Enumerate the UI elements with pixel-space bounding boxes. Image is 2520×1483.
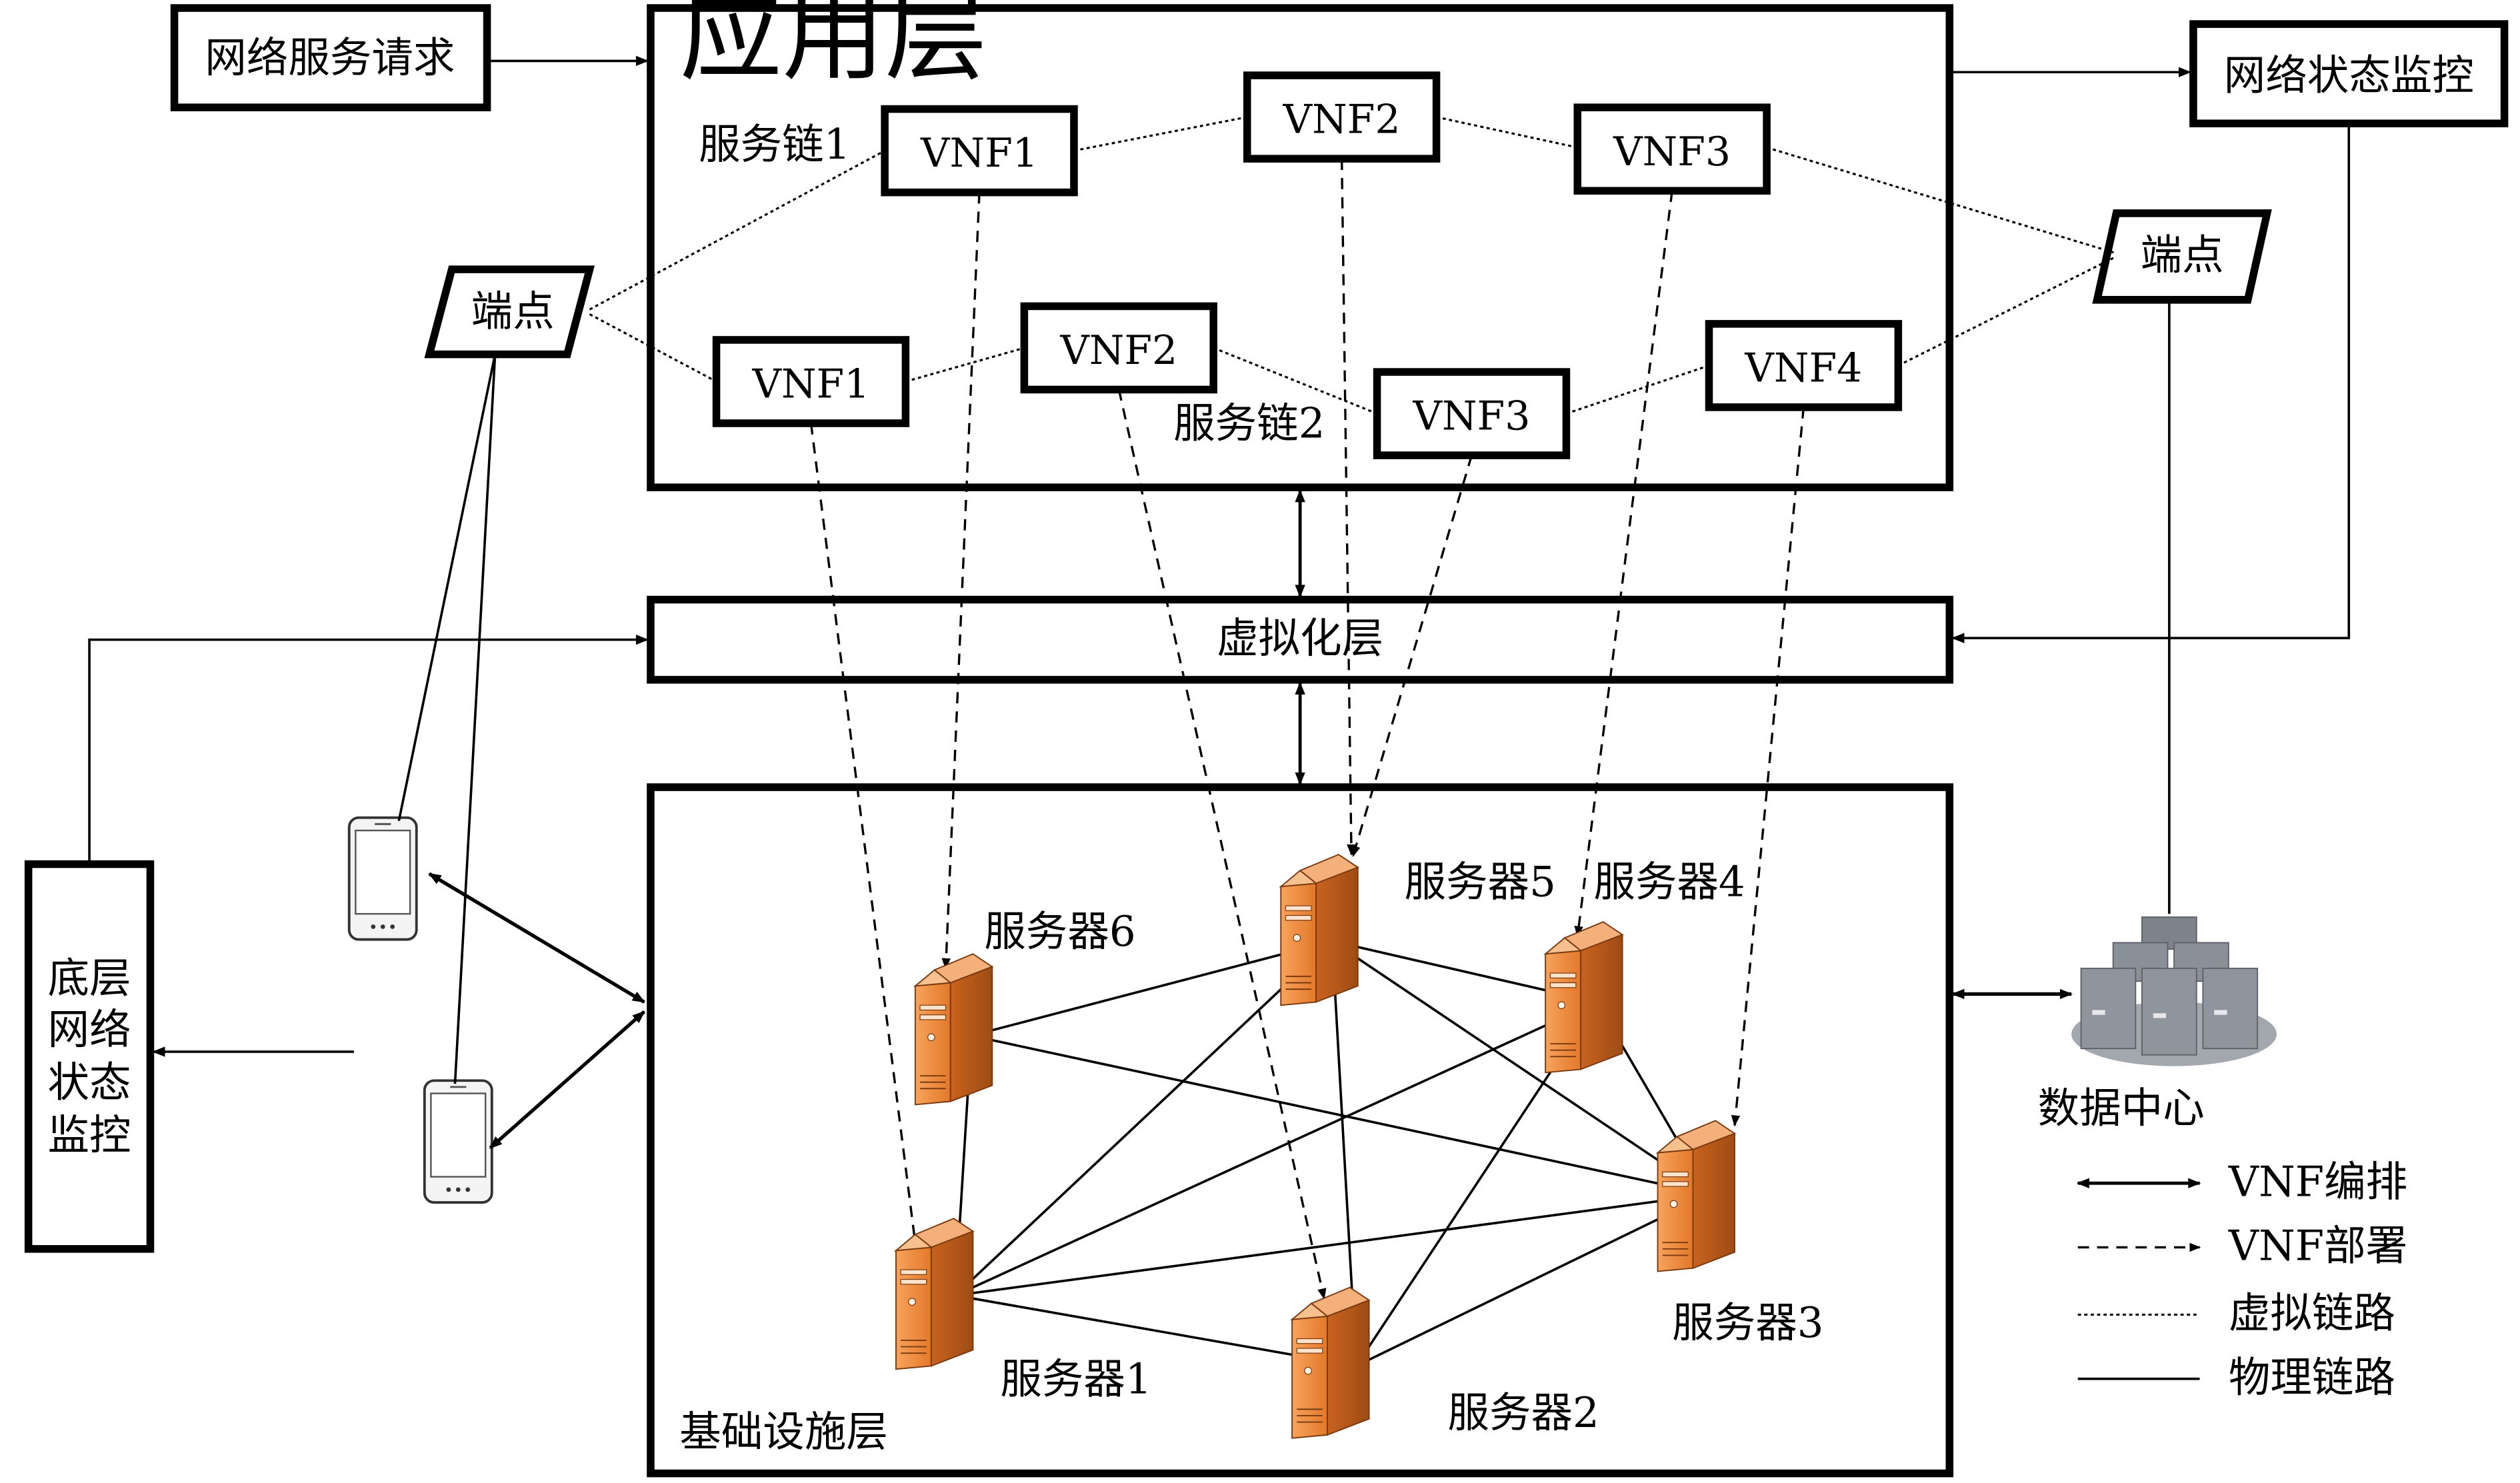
chain2-vnf4-box xyxy=(1705,320,1903,411)
legend-virtual-link-label: 虚拟链路 xyxy=(2229,1289,2395,1338)
chain2-vnf4-label: VNF4 xyxy=(1744,345,1862,391)
phone-bottom-icon xyxy=(423,1079,493,1204)
server-2-label: 服务器2 xyxy=(1447,1388,1599,1437)
chain2-vnf3-label: VNF3 xyxy=(1413,393,1531,440)
server-4-label: 服务器4 xyxy=(1593,858,1745,906)
phone-top-orchestration-arrow xyxy=(428,872,645,1004)
network-status-monitor-box xyxy=(2189,20,2509,127)
virtualization-layer-title: 虚拟化层 xyxy=(1217,614,1383,663)
left-panel-line-3: 状态 xyxy=(48,1058,131,1106)
chain1-label: 服务链1 xyxy=(699,120,850,169)
legend-deployment-label: VNF部署 xyxy=(2228,1222,2407,1270)
server-2-icon xyxy=(1291,1286,1370,1439)
server-4-icon xyxy=(1545,921,1623,1074)
chain1-vnf3-box xyxy=(1573,103,1771,195)
phone-bottom-orchestration-arrow xyxy=(489,1010,646,1150)
chain2-vnf2-box xyxy=(1020,302,1218,394)
server-3-icon xyxy=(1657,1120,1735,1272)
left-endpoint-shape xyxy=(424,265,595,359)
endpoint-to-phone-links xyxy=(397,354,497,1084)
legend: VNF编排 VNF部署 虚拟链路 物理链路 xyxy=(2076,1157,2407,1402)
chain2-label: 服务链2 xyxy=(1173,399,1325,448)
network-service-request-box xyxy=(170,4,491,111)
server-6-label: 服务器6 xyxy=(984,907,1135,956)
chain1-vnf1-label: VNF1 xyxy=(920,130,1038,177)
chain2-vnf1-label: VNF1 xyxy=(751,361,869,408)
left-panel-line-1: 底层 xyxy=(48,954,131,1002)
data-center-label: 数据中心 xyxy=(2038,1084,2205,1132)
chain1-vnf2-label: VNF2 xyxy=(1283,97,1401,143)
left-panel-line-4: 监控 xyxy=(48,1111,131,1160)
phone-top-icon xyxy=(347,816,418,941)
legend-orchestration-label: VNF编排 xyxy=(2228,1157,2407,1206)
underlying-network-monitor-box xyxy=(24,860,155,1253)
left-endpoint-label: 端点 xyxy=(471,287,555,335)
application-layer-title: 应用层 xyxy=(679,0,987,95)
virtualization-layer-box xyxy=(647,595,1954,684)
server-5-label: 服务器5 xyxy=(1404,858,1555,906)
server-6-icon xyxy=(914,953,993,1106)
network-status-monitor-label: 网络状态监控 xyxy=(2224,51,2474,100)
chain1-vnf1-box xyxy=(881,105,1078,197)
data-center-icon xyxy=(2071,916,2277,1066)
server-1-icon xyxy=(895,1218,974,1370)
server-3-label: 服务器3 xyxy=(1672,1298,1823,1347)
network-service-request-label: 网络服务请求 xyxy=(205,33,455,82)
right-endpoint-label: 端点 xyxy=(2141,231,2224,279)
chain2-vnf2-label: VNF2 xyxy=(1059,327,1177,374)
right-endpoint-shape xyxy=(2092,209,2272,304)
legend-physical-link-label: 物理链路 xyxy=(2229,1353,2395,1402)
server-5-icon xyxy=(1280,854,1359,1006)
virtual-links xyxy=(589,116,2117,415)
server-1-label: 服务器1 xyxy=(1000,1354,1151,1403)
monitor-to-virtualization-arrow xyxy=(1951,123,2351,644)
chain2-vnf3-box xyxy=(1373,368,1571,459)
left-panel-line-2: 网络 xyxy=(48,1005,131,1054)
vnf-deployment-arrows xyxy=(809,159,1805,1300)
infrastructure-layer-title: 基础设施层 xyxy=(679,1408,888,1456)
chain1-vnf3-label: VNF3 xyxy=(1613,129,1731,175)
left-monitor-to-virtualization-arrow xyxy=(88,635,649,864)
